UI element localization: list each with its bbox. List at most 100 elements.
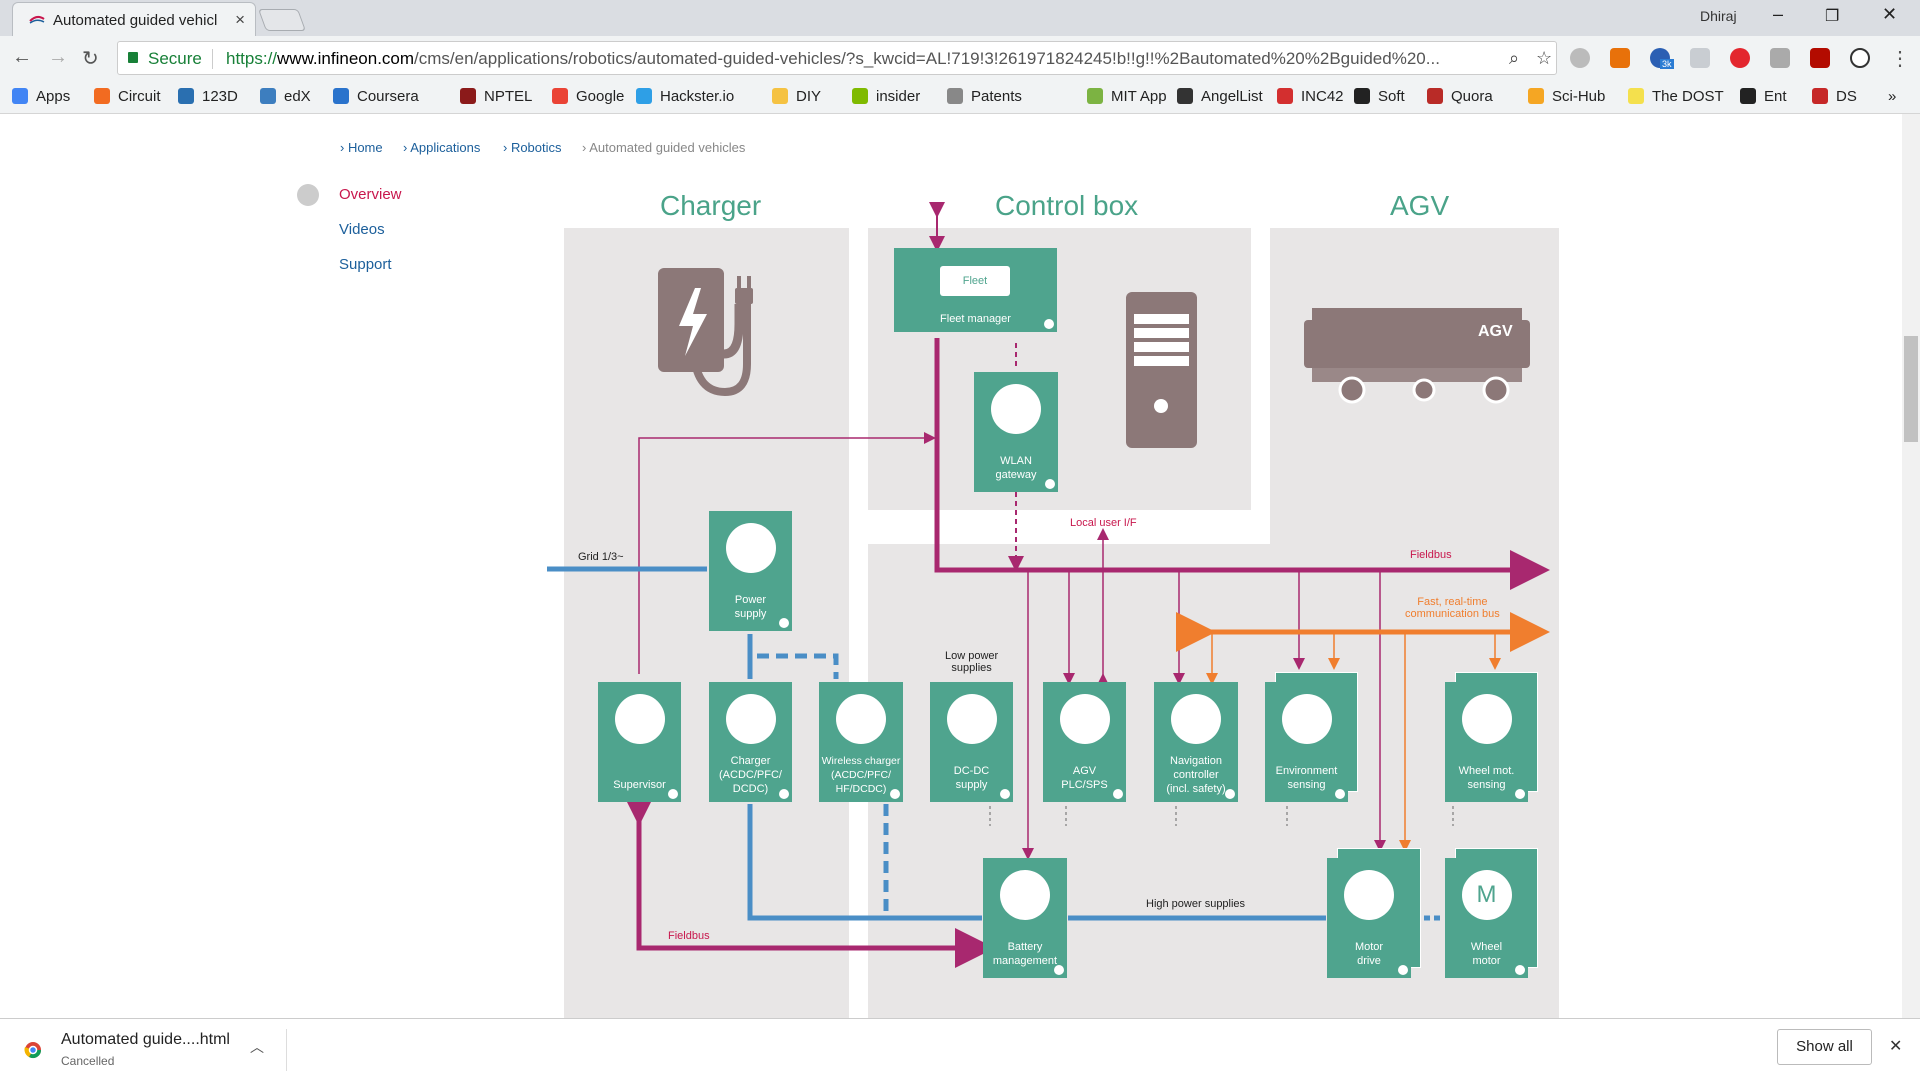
menu-icon[interactable]: ⋮	[1890, 48, 1910, 70]
extension-opera-icon[interactable]	[1730, 48, 1750, 68]
bookmark-favicon-icon	[1177, 88, 1193, 104]
wlan-gateway-box[interactable]: WLAN gateway	[974, 372, 1058, 492]
bookmark-angellist[interactable]: AngelList	[1177, 88, 1263, 105]
arrow-icon	[1398, 965, 1408, 975]
fieldbus-top-label: Fieldbus	[1410, 549, 1452, 561]
bookmark-circuit[interactable]: Circuit	[94, 88, 161, 105]
sidenav-videos[interactable]: Videos	[339, 221, 385, 238]
extension-dropbox-icon[interactable]	[1690, 48, 1710, 68]
bookmark-google[interactable]: Google	[552, 88, 624, 105]
bookmark-favicon-icon	[260, 88, 276, 104]
back-icon[interactable]: ←	[12, 46, 32, 68]
extension-badge-icon[interactable]: 3k	[1650, 48, 1674, 69]
bookmark-favicon-icon	[1427, 88, 1443, 104]
battery-management-box[interactable]: Battery management	[983, 858, 1067, 978]
bookmark-hackster-io[interactable]: Hackster.io	[636, 88, 734, 105]
bookmark-the-dost[interactable]: The DOST	[1628, 88, 1724, 105]
agv-vehicle-icon: AGV	[1304, 308, 1530, 404]
dc-dc-supply-box[interactable]: DC-DC supply	[930, 682, 1013, 802]
navigation-controller-box[interactable]: Navigation controller (incl. safety)	[1154, 682, 1238, 802]
bookmark-favicon-icon	[94, 88, 110, 104]
sidenav-overview[interactable]: Overview	[339, 186, 402, 203]
bookmark-ent[interactable]: Ent	[1740, 88, 1787, 105]
bookmark-favicon-icon	[772, 88, 788, 104]
motor-drive-box[interactable]: Motor drive	[1327, 858, 1411, 978]
bookmark-nptel[interactable]: NPTEL	[460, 88, 532, 105]
breadcrumb-robotics[interactable]: › Robotics	[503, 140, 562, 155]
power-supply-icon	[725, 523, 776, 573]
maximize-icon[interactable]: ❐	[1825, 8, 1840, 25]
download-bar-close-icon[interactable]: ✕	[1889, 1038, 1903, 1055]
extension-circle-icon[interactable]	[1570, 48, 1590, 68]
extension-speed-icon[interactable]	[1850, 48, 1870, 68]
fleet-manager-box[interactable]: Fleet Fleet manager	[894, 248, 1057, 332]
bookmark-insider[interactable]: insider	[852, 88, 920, 105]
bookmark-favicon-icon	[1628, 88, 1644, 104]
bookmark-favicon-icon	[552, 88, 568, 104]
agv-block-diagram: Charger Control box AGV AGV	[0, 114, 1902, 1018]
tab-close-icon[interactable]: ×	[235, 10, 245, 29]
scrollbar-thumb[interactable]	[1904, 336, 1918, 442]
url-text[interactable]: https://www.infineon.com/cms/en/applicat…	[226, 49, 1440, 68]
sidenav-support[interactable]: Support	[339, 256, 392, 273]
profile-name[interactable]: Dhiraj	[1700, 8, 1737, 24]
bookmark-favicon-icon	[636, 88, 652, 104]
bookmark-patents[interactable]: Patents	[947, 88, 1022, 105]
bookmark-favicon-icon	[1812, 88, 1828, 104]
chevron-up-icon[interactable]: ︿	[250, 1039, 264, 1055]
extension-shield-icon[interactable]	[1610, 48, 1630, 68]
arrow-icon	[1225, 789, 1235, 799]
wireless-charger-box[interactable]: Wireless charger (ACDC/PFC/ HF/DCDC)	[819, 682, 903, 802]
search-icon[interactable]: ⌕	[1509, 48, 1520, 68]
sensing-icon	[1281, 694, 1332, 744]
arrow-icon	[1045, 479, 1055, 489]
extension-gray-icon[interactable]	[1770, 48, 1790, 68]
bookmark-mit-app[interactable]: MIT App	[1087, 88, 1167, 105]
forward-icon[interactable]: →	[48, 46, 68, 68]
bookmark-favicon-icon	[460, 88, 476, 104]
local-user-label: Local user I/F	[1070, 517, 1137, 529]
breadcrumb-applications[interactable]: › Applications	[403, 140, 481, 155]
arrow-icon	[1000, 789, 1010, 799]
environment-sensing-box[interactable]: Environment sensing	[1265, 682, 1348, 802]
bookmark-sci-hub[interactable]: Sci-Hub	[1528, 88, 1605, 105]
bookmark-soft[interactable]: Soft	[1354, 88, 1405, 105]
browser-tab[interactable]: Automated guided vehicl ×	[12, 2, 256, 36]
svg-text:AGV: AGV	[1478, 323, 1513, 340]
bookmark-quora[interactable]: Quora	[1427, 88, 1493, 105]
charger-box[interactable]: Charger (ACDC/PFC/ DCDC)	[709, 682, 792, 802]
fast-bus-label: Fast, real-time communication bus	[1405, 596, 1500, 620]
address-bar[interactable]: Secure https://www.infineon.com/cms/en/a…	[117, 41, 1557, 75]
bookmarks-overflow-icon[interactable]: »	[1888, 88, 1897, 105]
power-supply-box[interactable]: Power supply	[709, 511, 792, 631]
bookmark-favicon-icon	[1354, 88, 1370, 104]
sensing-icon	[1461, 694, 1512, 744]
wheel-motor-sensing-box[interactable]: Wheel mot. sensing	[1445, 682, 1528, 802]
bookmark-coursera[interactable]: Coursera	[333, 88, 419, 105]
bookmark-ds[interactable]: DS	[1812, 88, 1857, 105]
bookmark-123d[interactable]: 123D	[178, 88, 238, 105]
reload-icon[interactable]: ↻	[82, 48, 99, 70]
bookmark-favicon-icon	[1740, 88, 1756, 104]
arrow-icon	[890, 789, 900, 799]
minimize-icon[interactable]: –	[1773, 4, 1784, 24]
download-filename[interactable]: Automated guide....html	[61, 1031, 230, 1048]
extension-pdf-icon[interactable]	[1810, 48, 1830, 68]
bookmark-star-icon[interactable]: ☆	[1536, 48, 1553, 68]
wheel-motor-box[interactable]: M Wheel motor	[1445, 858, 1528, 978]
window-close-icon[interactable]: ✕	[1882, 4, 1898, 24]
bookmark-inc42[interactable]: INC42	[1277, 88, 1344, 105]
bookmark-apps[interactable]: Apps	[12, 88, 70, 105]
agv-plc-box[interactable]: AGV PLC/SPS	[1043, 682, 1126, 802]
show-all-button[interactable]: Show all	[1777, 1029, 1872, 1065]
bookmark-edx[interactable]: edX	[260, 88, 311, 105]
arrow-icon	[779, 789, 789, 799]
new-tab-button[interactable]	[257, 9, 307, 31]
scrollbar[interactable]	[1902, 114, 1920, 1018]
section-agv-title: AGV	[1390, 190, 1450, 221]
supervisor-box[interactable]: Supervisor	[598, 682, 681, 802]
infineon-favicon-icon	[29, 15, 45, 24]
breadcrumb-home[interactable]: › Home	[340, 140, 383, 155]
bookmark-diy[interactable]: DIY	[772, 88, 821, 105]
arrow-icon	[1113, 789, 1123, 799]
